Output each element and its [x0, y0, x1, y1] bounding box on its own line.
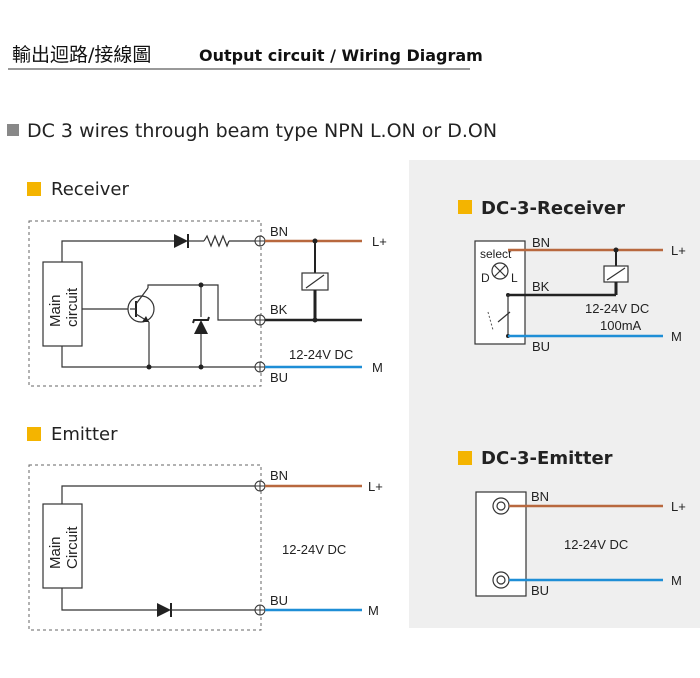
receiver-sensor-boundary — [28, 220, 262, 387]
receiver-led-diode-icon — [174, 234, 188, 248]
dc3-receiver-square-icon — [458, 200, 472, 214]
dc3-emitter-title: DC-3-Emitter — [481, 448, 613, 469]
receiver-m-label: M — [372, 360, 383, 375]
dc3-emitter-lplus-label: L+ — [671, 499, 686, 514]
receiver-square-icon — [27, 182, 41, 196]
emitter-sensor-boundary — [28, 464, 262, 631]
receiver-bu-label: BU — [270, 370, 288, 385]
dc3-receiver-title: DC-3-Receiver — [481, 198, 625, 219]
dc3-receiver-lplus-label: L+ — [671, 243, 686, 258]
emitter-bn-label: BN — [270, 468, 288, 483]
receiver-lplus-label: L+ — [372, 234, 387, 249]
dc3-emitter-voltage-label: 12-24V DC — [564, 537, 628, 552]
dc3-receiver-bn-label: BN — [532, 235, 550, 250]
dc3-receiver-d-label: D — [481, 271, 490, 285]
right-panel — [409, 160, 700, 628]
subtitle: DC 3 wires through beam type NPN L.ON or… — [27, 120, 497, 142]
dc3-emitter-bn-label: BN — [531, 489, 549, 504]
emitter-circuit: Main Circuit BN BU L+ M 12-24V DC — [28, 464, 383, 631]
dc3-receiver-bu-label: BU — [532, 339, 550, 354]
dc3-receiver-voltage-label: 12-24V DC — [585, 301, 649, 316]
emitter-circuit-label: Circuit — [64, 526, 81, 569]
emitter-voltage-label: 12-24V DC — [282, 542, 346, 557]
receiver-title: Receiver — [51, 179, 129, 200]
emitter-title: Emitter — [51, 424, 118, 445]
title-chinese: 輸出迴路/接線圖 — [12, 44, 151, 66]
receiver-circuit: Main circuit — [28, 220, 387, 387]
emitter-diode-icon — [157, 603, 171, 617]
dc3-emitter-circuit: BN BU L+ M 12-24V DC — [475, 489, 686, 598]
dc3-receiver-select-label: select — [480, 247, 512, 261]
emitter-lplus-label: L+ — [368, 479, 383, 494]
subtitle-square-icon — [7, 124, 19, 136]
emitter-m-label: M — [368, 603, 379, 618]
dc3-receiver-l-label: L — [511, 271, 518, 285]
receiver-main-label: Main — [47, 294, 64, 327]
dc3-receiver-current-label: 100mA — [600, 318, 642, 333]
emitter-bu-label: BU — [270, 593, 288, 608]
dc3-receiver-circuit: select D L BN BK BU L+ M 12-24V DC 100mA — [474, 235, 686, 354]
dc3-emitter-square-icon — [458, 451, 472, 465]
dc3-receiver-switch-icon — [497, 311, 511, 323]
receiver-circuit-label: circuit — [64, 287, 81, 327]
receiver-resistor-icon — [203, 234, 230, 248]
receiver-voltage-label: 12-24V DC — [289, 347, 353, 362]
dc3-receiver-bk-label: BK — [532, 279, 550, 294]
dc3-receiver-m-label: M — [671, 329, 682, 344]
dc3-emitter-bu-label: BU — [531, 583, 549, 598]
receiver-zener-diode-icon — [194, 320, 208, 334]
emitter-main-label: Main — [47, 536, 64, 569]
dc3-receiver-sensor-box — [474, 240, 526, 345]
receiver-bn-label: BN — [270, 224, 288, 239]
dc3-emitter-m-label: M — [671, 573, 682, 588]
receiver-transistor-icon — [127, 295, 155, 323]
receiver-main-circuit-box — [42, 261, 83, 347]
title-english: Output circuit / Wiring Diagram — [199, 46, 483, 65]
emitter-square-icon — [27, 427, 41, 441]
receiver-bk-label: BK — [270, 302, 288, 317]
